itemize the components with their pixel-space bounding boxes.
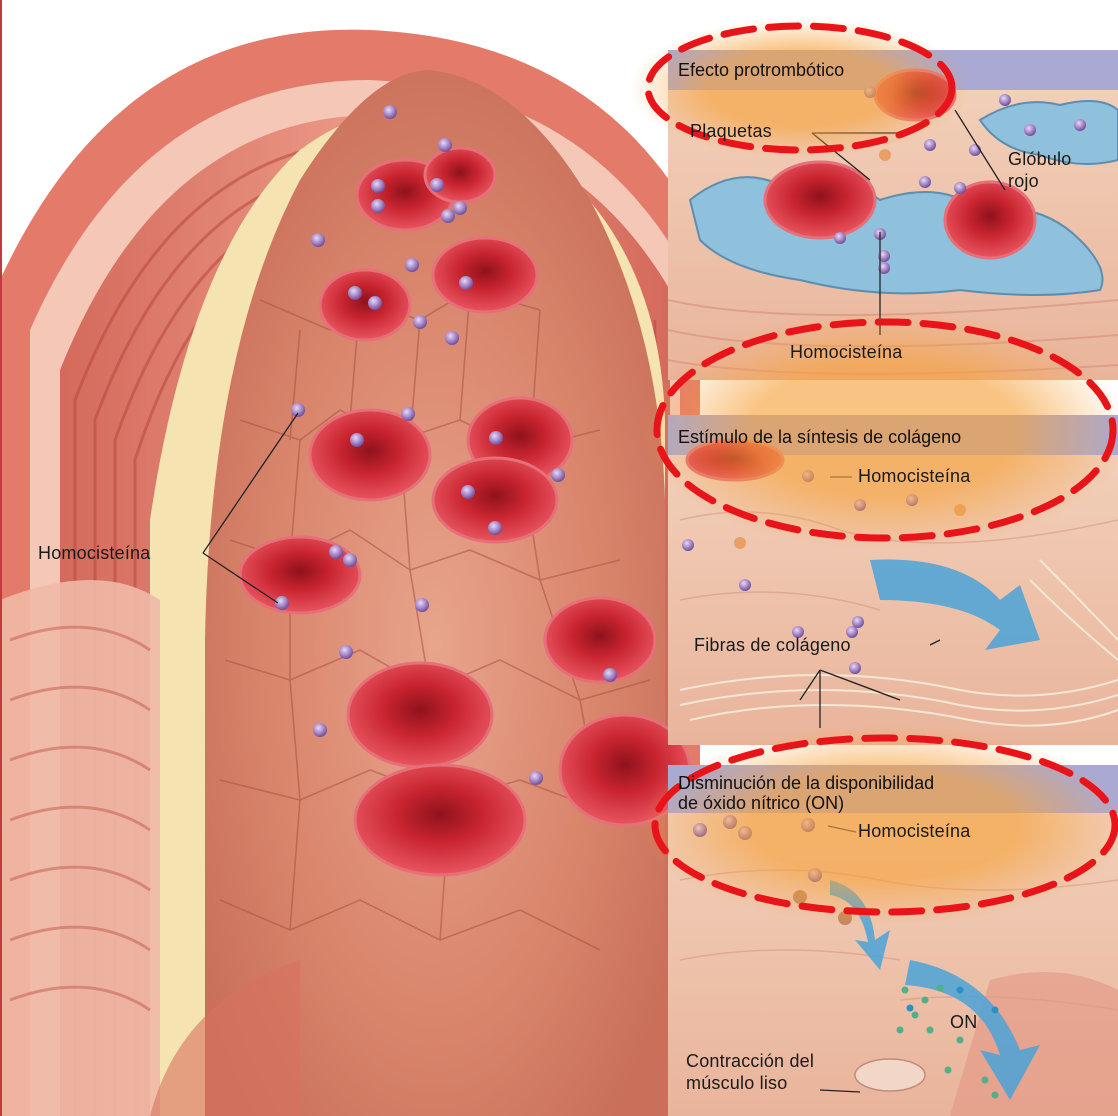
red-cell-label-line1: Glóbulo [1008,150,1071,169]
panel1-homocysteine-label: Homocisteína [790,343,902,362]
panel3-title-line1: Disminución de la disponibilidad [678,774,934,793]
platelets-label: Plaquetas [690,122,772,141]
nitric-oxide-label: ON [950,1013,977,1032]
left-homocysteine-label: Homocisteína [38,544,150,563]
smooth-muscle-label-line2: músculo liso [686,1074,787,1093]
panel2-title: Estímulo de la síntesis de colágeno [678,428,961,447]
smooth-muscle-label-line1: Contracción del [686,1052,814,1071]
panel3-homocysteine-label: Homocisteína [858,822,970,841]
panel2-homocysteine-label: Homocisteína [858,467,970,486]
panel1-title: Efecto protrombótico [678,61,844,80]
panel3-title-line2: de óxido nítrico (ON) [678,794,844,813]
red-cell-label-line2: rojo [1008,172,1039,191]
collagen-fibers-label: Fibras de colágeno [694,636,851,655]
